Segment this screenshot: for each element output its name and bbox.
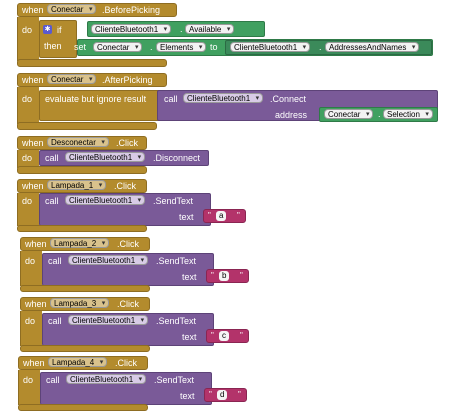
evaluate-ignore-block[interactable] xyxy=(39,90,161,121)
do-label: do xyxy=(25,256,36,266)
do-label: do xyxy=(22,94,33,104)
component-dropdown[interactable]: Conectar xyxy=(47,74,97,84)
method-name: .SendText xyxy=(156,256,197,266)
text-param-label: text xyxy=(182,332,197,342)
call-label: call xyxy=(45,196,59,206)
text-param-label: text xyxy=(182,272,197,282)
component-dropdown[interactable]: ClienteBluetooth1 xyxy=(68,315,149,325)
evaluate-label: evaluate but ignore result xyxy=(45,94,147,104)
do-label: do xyxy=(25,316,36,326)
address-label: address xyxy=(275,110,308,120)
if-label: if xyxy=(57,25,62,35)
when-label: when xyxy=(22,75,44,85)
method-name: .SendText xyxy=(154,375,195,385)
when-label: when xyxy=(25,239,47,249)
call-label: call xyxy=(48,256,62,266)
event-name: .BeforePicking xyxy=(102,5,161,15)
text-string-value[interactable]: b xyxy=(219,271,230,281)
when-label: when xyxy=(23,358,45,368)
do-label: do xyxy=(22,25,33,35)
text-string-block[interactable]: "a" xyxy=(203,209,246,223)
then-label: then xyxy=(44,41,62,51)
event-name: .Click xyxy=(115,358,137,368)
call-label: call xyxy=(46,375,60,385)
event-block-desconectar-click[interactable]: when Desconectar .Click do call ClienteB… xyxy=(17,136,217,174)
component-dropdown[interactable]: Lampada_1 xyxy=(47,180,107,190)
property-dropdown[interactable]: Elements xyxy=(156,42,207,52)
text-string-value[interactable]: c xyxy=(219,331,229,341)
property-dropdown[interactable]: AddressesAndNames xyxy=(325,42,420,52)
do-label: do xyxy=(22,196,33,206)
do-label: do xyxy=(22,153,33,163)
component-dropdown[interactable]: ClienteBluetooth1 xyxy=(91,24,172,34)
component-dropdown[interactable]: ClienteBluetooth1 xyxy=(65,152,146,162)
property-dropdown[interactable]: Selection xyxy=(383,109,433,119)
method-name: .Connect xyxy=(270,94,307,104)
method-name: .Disconnect xyxy=(153,153,201,163)
event-block-conectar-beforepicking[interactable]: when Conectar .BeforePicking do ✱ if the… xyxy=(17,3,434,67)
component-dropdown[interactable]: ClienteBluetooth1 xyxy=(68,255,149,265)
event-block-lampada-3-click[interactable]: when Lampada_3 .Click do call ClienteBlu… xyxy=(20,297,260,352)
when-label: when xyxy=(25,299,47,309)
event-name: .AfterPicking xyxy=(102,75,153,85)
component-dropdown[interactable]: ClienteBluetooth1 xyxy=(65,195,146,205)
event-block-lampada-1-click[interactable]: when Lampada_1 .Click do call ClienteBlu… xyxy=(17,179,257,232)
component-dropdown[interactable]: Conectar xyxy=(324,109,374,119)
component-dropdown[interactable]: ClienteBluetooth1 xyxy=(183,93,264,103)
call-label: call xyxy=(45,153,59,163)
text-param-label: text xyxy=(179,212,194,222)
event-block-lampada-2-click[interactable]: when Lampada_2 .Click do call ClienteBlu… xyxy=(20,237,260,292)
when-label: when xyxy=(22,138,44,148)
component-dropdown[interactable]: Desconectar xyxy=(47,137,109,147)
text-string-block[interactable]: "b" xyxy=(206,269,249,283)
method-name: .SendText xyxy=(153,196,194,206)
component-dropdown[interactable]: ClienteBluetooth1 xyxy=(66,374,147,384)
text-string-value[interactable]: d xyxy=(217,390,228,400)
call-label: call xyxy=(164,94,178,104)
event-block-lampada-4-click[interactable]: when Lampada_4 .Click do call ClienteBlu… xyxy=(18,356,258,411)
to-label: to xyxy=(210,42,218,52)
event-block-conectar-afterpicking[interactable]: when Conectar .AfterPicking do evaluate … xyxy=(17,73,439,130)
component-dropdown[interactable]: ClienteBluetooth1 xyxy=(230,42,311,52)
property-dropdown[interactable]: Available xyxy=(185,24,235,34)
component-dropdown[interactable]: Lampada_2 xyxy=(50,238,110,248)
method-name: .SendText xyxy=(156,316,197,326)
component-dropdown[interactable]: Lampada_4 xyxy=(48,357,108,367)
text-param-label: text xyxy=(180,391,195,401)
text-string-value[interactable]: a xyxy=(216,211,227,221)
when-label: when xyxy=(22,5,44,15)
text-string-block[interactable]: "c" xyxy=(206,329,249,343)
text-string-block[interactable]: "d" xyxy=(204,388,247,402)
set-label: set xyxy=(74,42,87,52)
event-name: .Click xyxy=(116,138,138,148)
gear-icon[interactable]: ✱ xyxy=(43,25,52,34)
event-name: .Click xyxy=(117,299,139,309)
event-name: .Click xyxy=(114,181,136,191)
event-name: .Click xyxy=(117,239,139,249)
component-dropdown[interactable]: Conectar xyxy=(47,4,97,14)
component-dropdown[interactable]: Conectar xyxy=(93,42,143,52)
when-label: when xyxy=(22,181,44,191)
component-dropdown[interactable]: Lampada_3 xyxy=(50,298,110,308)
call-label: call xyxy=(48,316,62,326)
do-label: do xyxy=(23,375,34,385)
